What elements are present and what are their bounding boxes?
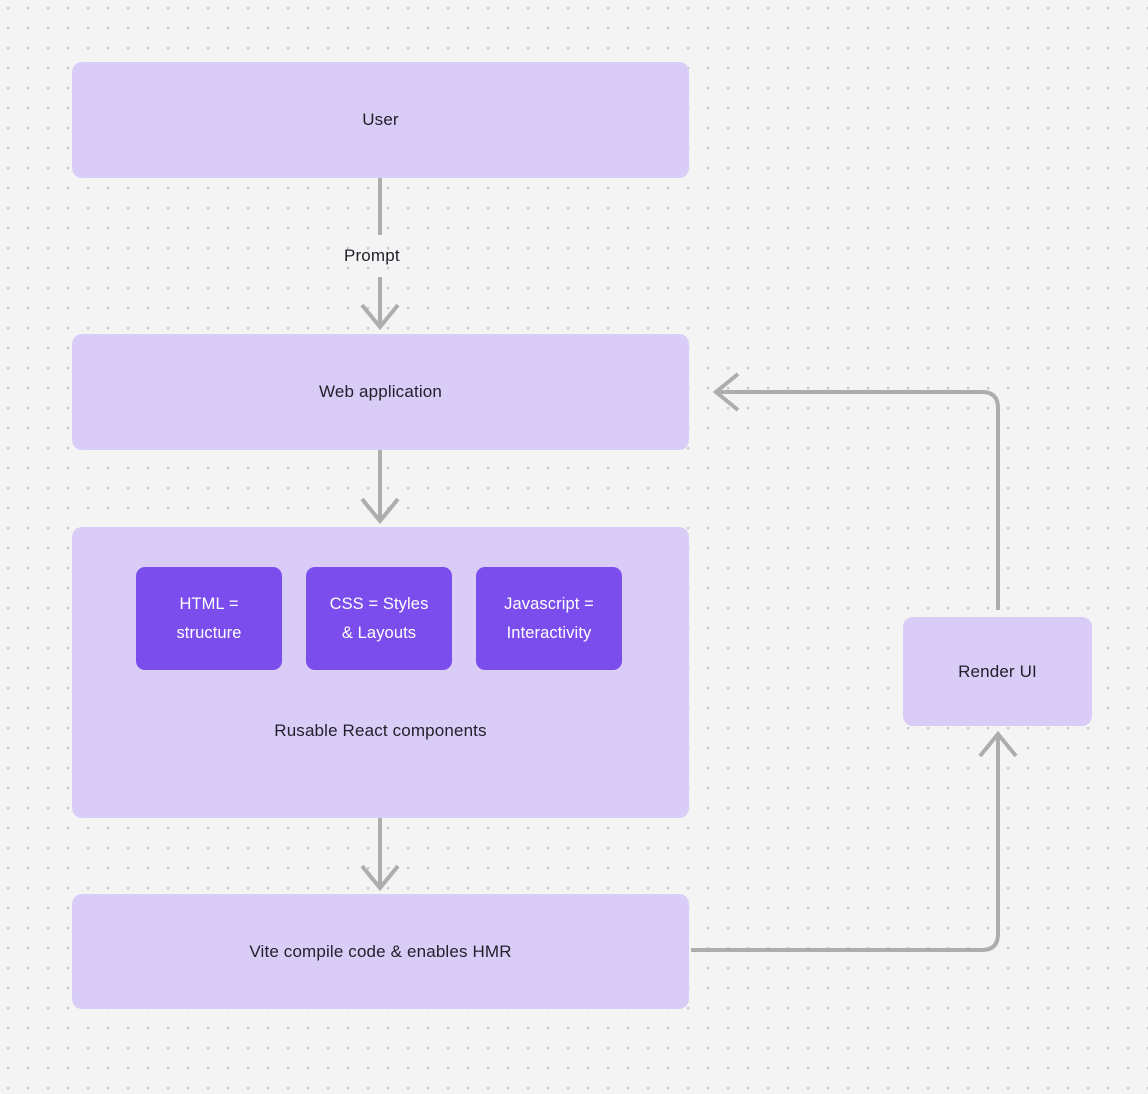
- chip-css-line2: & Layouts: [341, 623, 417, 642]
- node-render-ui[interactable]: Render UI: [903, 617, 1092, 726]
- node-render-ui-label: Render UI: [958, 661, 1037, 681]
- edge-user-to-web-arrowhead: [360, 303, 400, 331]
- node-vite-label: Vite compile code & enables HMR: [249, 941, 512, 961]
- chip-javascript[interactable]: Javascript = Interactivity: [476, 567, 622, 670]
- edge-vite-to-render-path: [691, 734, 1000, 952]
- node-user-label: User: [362, 110, 399, 129]
- chip-javascript-line1: Javascript =: [504, 595, 594, 614]
- chip-html[interactable]: HTML = structure: [136, 567, 282, 670]
- node-vite[interactable]: Vite compile code & enables HMR: [72, 894, 689, 1009]
- chip-css-line1: CSS = Styles: [329, 595, 429, 614]
- chip-css[interactable]: CSS = Styles & Layouts: [306, 567, 452, 670]
- edge-vite-to-render-arrowhead: [978, 730, 1018, 758]
- edge-render-to-web-path: [716, 390, 1000, 610]
- node-web-application-label: Web application: [319, 382, 442, 401]
- node-web-application[interactable]: Web application: [72, 334, 689, 450]
- edge-web-to-components-arrowhead: [360, 497, 400, 525]
- chip-javascript-line2: Interactivity: [506, 623, 592, 642]
- chip-html-line1: HTML =: [179, 595, 239, 614]
- edge-components-to-vite-arrowhead: [360, 864, 400, 892]
- node-components-group[interactable]: HTML = structure CSS = Styles & Layouts …: [72, 527, 689, 818]
- node-user[interactable]: User: [72, 62, 689, 178]
- chip-html-line2: structure: [176, 623, 242, 642]
- edge-label-prompt: Prompt: [344, 246, 400, 265]
- edge-render-to-web-arrowhead: [712, 372, 740, 412]
- components-group-caption: Rusable React components: [274, 721, 487, 740]
